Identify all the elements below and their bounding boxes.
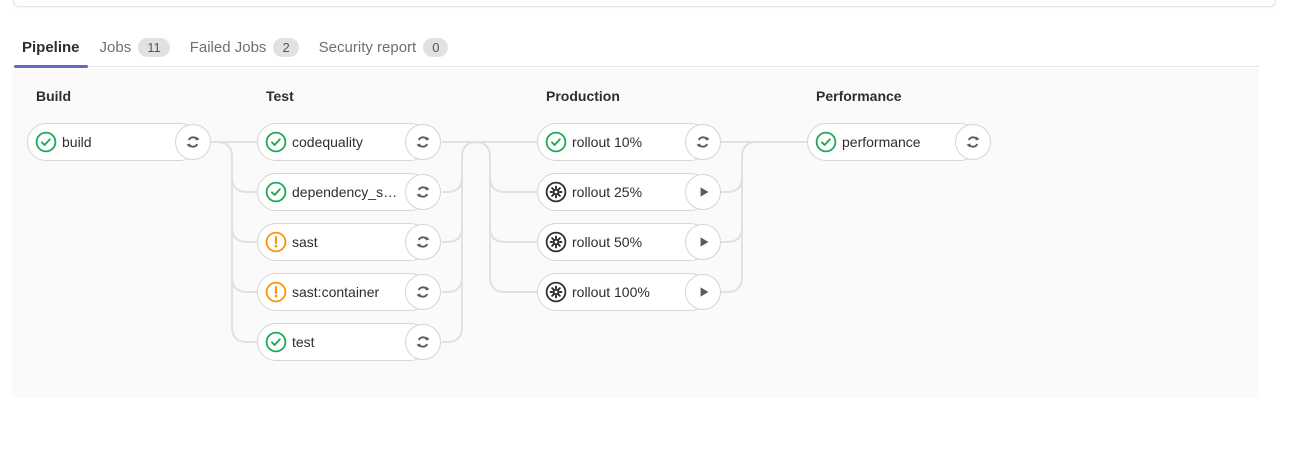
- retry-job-button[interactable]: [405, 224, 441, 260]
- play-icon: [700, 187, 709, 197]
- job-sast: sast: [257, 223, 441, 261]
- tab-failed-jobs[interactable]: Failed Jobs 2: [180, 28, 309, 66]
- pipeline-tab-bar: Pipeline Jobs 11 Failed Jobs 2 Security …: [12, 28, 1259, 68]
- job-link[interactable]: sast:container: [257, 273, 429, 311]
- job-name: test: [292, 334, 315, 350]
- retry-icon: [416, 286, 430, 298]
- stage-title-build: Build: [36, 88, 71, 104]
- retry-icon: [416, 186, 430, 198]
- retry-icon: [416, 336, 430, 348]
- job-rollout-25: rollout 25%: [537, 173, 721, 211]
- job-name: sast:container: [292, 284, 380, 300]
- job-test: test: [257, 323, 441, 361]
- retry-icon: [416, 236, 430, 248]
- play-job-button[interactable]: [685, 224, 721, 260]
- retry-job-button[interactable]: [175, 124, 211, 160]
- job-name: build: [62, 134, 92, 150]
- job-name: rollout 50%: [572, 234, 643, 250]
- status-success-icon: [815, 131, 837, 153]
- tab-security-report[interactable]: Security report 0: [309, 28, 459, 66]
- job-link[interactable]: rollout 100%: [537, 273, 709, 311]
- status-success-icon: [545, 131, 567, 153]
- play-job-button[interactable]: [685, 274, 721, 310]
- job-link[interactable]: rollout 50%: [537, 223, 709, 261]
- play-icon: [700, 287, 709, 297]
- play-job-button[interactable]: [685, 174, 721, 210]
- job-rollout-10: rollout 10%: [537, 123, 721, 161]
- job-name: performance: [842, 134, 921, 150]
- retry-job-button[interactable]: [405, 324, 441, 360]
- stage-title-production: Production: [546, 88, 620, 104]
- pipeline-info-box-bottom-edge: [13, 0, 1276, 7]
- job-link[interactable]: dependency_s…: [257, 173, 429, 211]
- job-build: build: [27, 123, 211, 161]
- play-icon: [700, 237, 709, 247]
- tab-label: Jobs: [99, 38, 132, 56]
- job-name: rollout 25%: [572, 184, 643, 200]
- pipeline-graph: Build Test Production Performance build …: [12, 68, 1259, 398]
- job-link[interactable]: sast: [257, 223, 429, 261]
- job-name: rollout 100%: [572, 284, 650, 300]
- status-success-icon: [35, 131, 57, 153]
- job-name: dependency_s…: [292, 184, 398, 200]
- retry-icon: [966, 136, 980, 148]
- stage-title-performance: Performance: [816, 88, 902, 104]
- job-name: sast: [292, 234, 318, 250]
- job-link[interactable]: codequality: [257, 123, 429, 161]
- job-link[interactable]: rollout 25%: [537, 173, 709, 211]
- tab-jobs[interactable]: Jobs 11: [90, 28, 180, 66]
- job-codequality: codequality: [257, 123, 441, 161]
- job-link[interactable]: rollout 10%: [537, 123, 709, 161]
- job-name: rollout 10%: [572, 134, 643, 150]
- stage-connector-lines: [211, 141, 807, 343]
- security-report-count-badge: 0: [423, 37, 449, 57]
- job-sast-container: sast:container: [257, 273, 441, 311]
- status-success-icon: [265, 131, 287, 153]
- retry-job-button[interactable]: [685, 124, 721, 160]
- job-dependency-scanning: dependency_s…: [257, 173, 441, 211]
- tab-label: Pipeline: [22, 38, 80, 56]
- status-manual-icon: [545, 181, 567, 203]
- retry-job-button[interactable]: [955, 124, 991, 160]
- status-warning-icon: [265, 231, 287, 253]
- status-success-icon: [265, 181, 287, 203]
- status-success-icon: [265, 331, 287, 353]
- retry-icon: [696, 136, 710, 148]
- job-link[interactable]: test: [257, 323, 429, 361]
- job-rollout-50: rollout 50%: [537, 223, 721, 261]
- failed-jobs-count-badge: 2: [273, 37, 299, 57]
- retry-job-button[interactable]: [405, 174, 441, 210]
- tab-label: Failed Jobs: [189, 38, 267, 56]
- retry-icon: [186, 136, 200, 148]
- retry-job-button[interactable]: [405, 124, 441, 160]
- tab-label: Security report: [318, 38, 417, 56]
- job-name: codequality: [292, 134, 363, 150]
- tab-pipeline[interactable]: Pipeline: [12, 28, 90, 68]
- job-rollout-100: rollout 100%: [537, 273, 721, 311]
- job-link[interactable]: performance: [807, 123, 979, 161]
- retry-icon: [416, 136, 430, 148]
- status-manual-icon: [545, 281, 567, 303]
- stage-title-test: Test: [266, 88, 294, 104]
- job-link[interactable]: build: [27, 123, 199, 161]
- job-performance: performance: [807, 123, 991, 161]
- jobs-count-badge: 11: [138, 37, 170, 57]
- status-manual-icon: [545, 231, 567, 253]
- retry-job-button[interactable]: [405, 274, 441, 310]
- status-warning-icon: [265, 281, 287, 303]
